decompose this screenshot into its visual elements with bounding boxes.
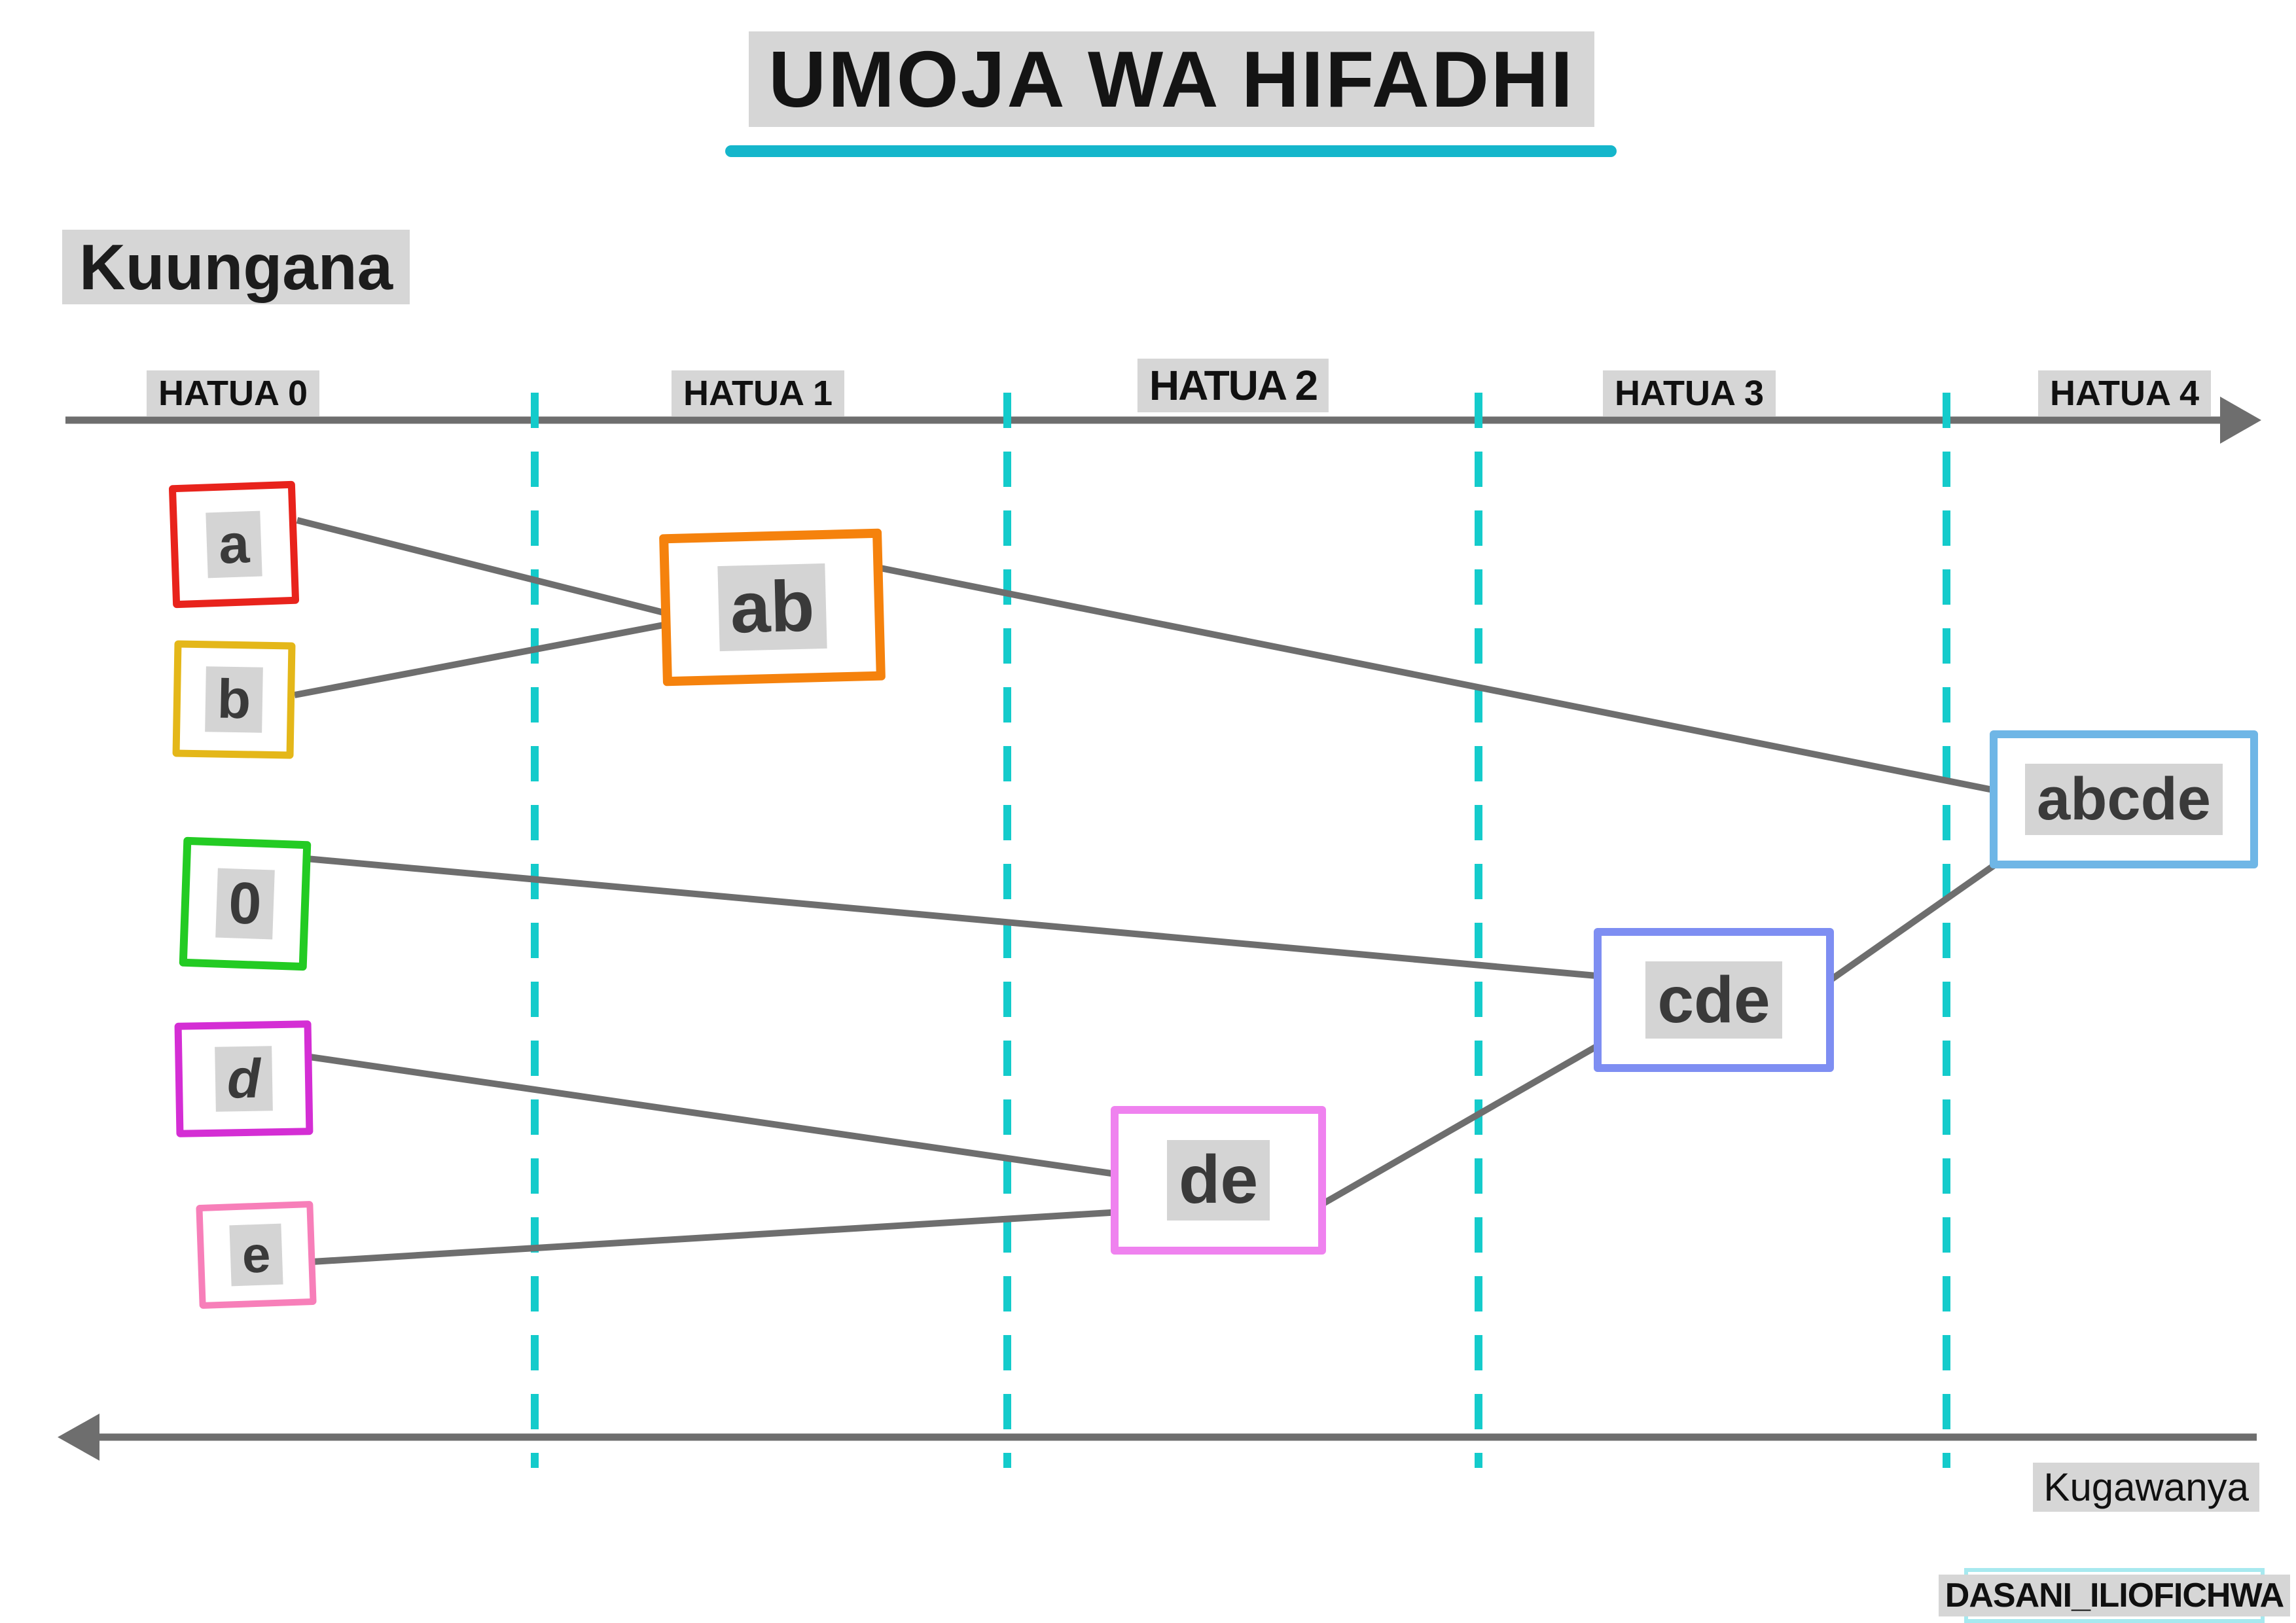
node-cde-label: cde (1645, 961, 1782, 1039)
stage-label-hatua-4: HATUA 4 (2038, 370, 2211, 416)
title-underline (725, 145, 1617, 157)
node-abcde-label: abcde (2025, 764, 2223, 835)
node-d: d (174, 1020, 314, 1137)
node-de-label: de (1166, 1140, 1270, 1221)
edge-d-de (309, 1054, 1121, 1178)
timeline-axis-bottom-arrowhead (58, 1414, 99, 1461)
edge-de-cde (1320, 1037, 1609, 1207)
node-a: a (168, 480, 300, 609)
node-b: b (172, 640, 296, 759)
edge-ab-abcde (880, 565, 2003, 795)
edge-cde-abcde (1828, 842, 2024, 984)
split-label: Kugawanya (2033, 1463, 2259, 1512)
node-abcde: abcde (1990, 730, 2258, 868)
node-ab: ab (659, 528, 886, 687)
node-e: e (196, 1200, 317, 1310)
edge-zero-cde (306, 855, 1604, 980)
node-d-label: d (214, 1046, 274, 1112)
stage-label-hatua-0: HATUA 0 (147, 370, 319, 416)
hidden-dataset-label: DASANI_ILIOFICHWA (1938, 1575, 2291, 1616)
node-b-label: b (204, 666, 264, 733)
node-cde: cde (1594, 928, 1834, 1072)
page-title: UMOJA WA HIFADHI (749, 31, 1594, 128)
node-zero-label: 0 (215, 868, 275, 940)
edge-b-ab (294, 620, 675, 698)
hidden-dataset-badge: DASANI_ILIOFICHWA (1938, 1568, 2291, 1623)
merge-label-text: Kuungana (62, 230, 410, 304)
stage-label-hatua-2: HATUA 2 (1137, 359, 1329, 412)
timeline-axis-top-arrowhead (2220, 397, 2261, 444)
node-de: de (1111, 1106, 1326, 1255)
node-ab-label: ab (717, 563, 827, 652)
merge-label: Kuungana (62, 230, 410, 304)
stage-label-hatua-1: HATUA 1 (672, 370, 844, 416)
edge-e-de (312, 1209, 1121, 1265)
edge-a-ab (296, 517, 675, 618)
node-a-label: a (206, 511, 262, 578)
node-e-label: e (229, 1224, 283, 1286)
split-label-text: Kugawanya (2033, 1463, 2259, 1512)
node-zero: 0 (179, 836, 312, 971)
stage-label-hatua-3: HATUA 3 (1603, 370, 1776, 416)
page-title-wrap: UMOJA WA HIFADHI (694, 31, 1649, 128)
